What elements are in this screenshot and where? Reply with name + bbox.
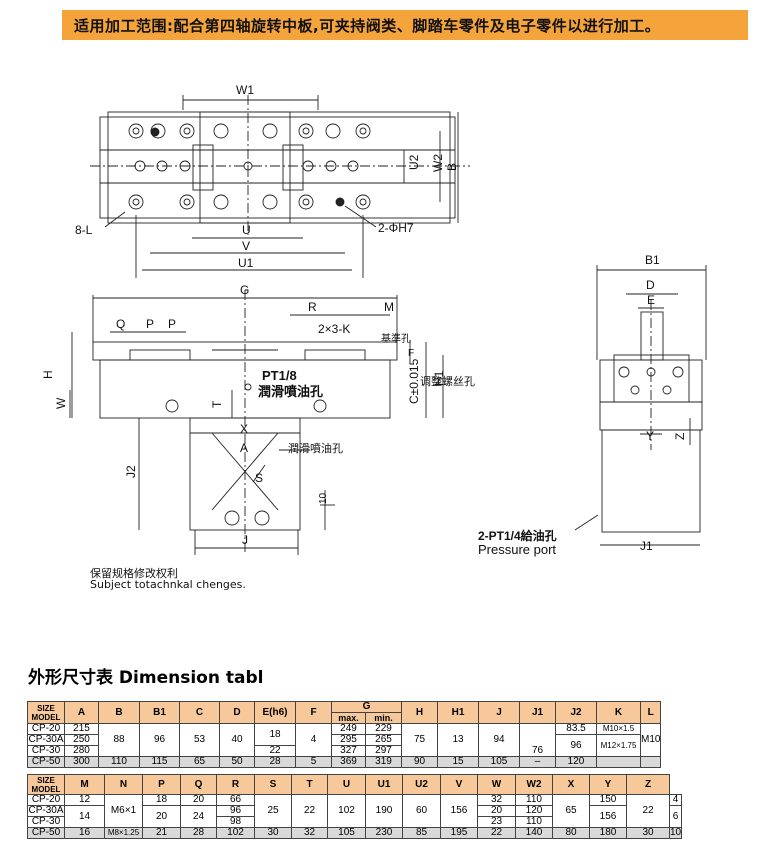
- technical-drawing: W1 U2 W2 B 8-L 2-ΦH7 U V U1 G R M Q P P …: [41, 83, 707, 557]
- col-l: L: [639, 701, 662, 724]
- table-row: CP-30 280 22 327 297: [27, 745, 661, 757]
- col-k: K: [596, 701, 641, 724]
- dim-z: Z: [673, 433, 687, 440]
- col-j: J: [478, 701, 520, 724]
- section-title: 外形尺寸表 Dimension tabl: [28, 668, 264, 688]
- col-c: C: [179, 701, 220, 724]
- dim-u: U: [242, 223, 251, 237]
- dim-y: Y: [646, 429, 654, 443]
- col-g-max: max.: [331, 712, 366, 724]
- col-h: H: [401, 701, 438, 724]
- col-b: B: [98, 701, 140, 724]
- dim-b1: B1: [645, 253, 660, 267]
- dim-t: T: [210, 400, 224, 408]
- dim-j2: J2: [124, 465, 138, 478]
- dim-p2: P: [168, 317, 176, 331]
- table-row: CP-30A 250 295 265 96 M12×1.75: [27, 734, 661, 757]
- dim-v: V: [242, 239, 250, 253]
- banner-text: 适用加工范围:配合第四轴旋转中板,可夹持阀类、脚踏车零件及电子零件以进行加工。: [74, 17, 661, 35]
- label-adj: 调整螺丝孔: [420, 374, 475, 388]
- dim-x: X: [240, 422, 248, 436]
- header-banner: 适用加工范围:配合第四轴旋转中板,可夹持阀类、脚踏车零件及电子零件以进行加工。: [0, 0, 759, 42]
- col-j1: J1: [519, 701, 556, 724]
- table-row: CP-20 12 M6×1 18 20 66 25 22 102 190 60 …: [27, 794, 683, 828]
- col-e: E(h6): [254, 701, 296, 724]
- label-jisq: 基準孔: [381, 332, 411, 345]
- dim-h7: 2-ΦH7: [378, 221, 414, 235]
- col-b1: B1: [139, 701, 180, 724]
- dim-e: E: [647, 293, 655, 307]
- dim-d: D: [646, 278, 655, 292]
- dim-g: G: [240, 283, 249, 297]
- note-en: Subject totachnkal chenges.: [90, 578, 246, 591]
- label-pt18: PT1/8: [262, 368, 297, 383]
- col-a: A: [64, 701, 99, 724]
- table-row: CP-30A 14 20 24 96 20 120 156 6: [27, 805, 683, 828]
- dim-10: 10: [318, 492, 329, 504]
- label-pressure-cn: 2-PT1/4給油孔: [478, 528, 557, 543]
- label-lube2: 潤滑噴油孔: [288, 441, 343, 455]
- label-lube1: 潤滑噴油孔: [258, 384, 323, 399]
- dim-u1: U1: [238, 256, 254, 270]
- dim-a: A: [240, 441, 248, 455]
- table-row: CP-20 215 88 96 53 40 18 4 249 229 75 13…: [27, 723, 662, 757]
- col-h1: H1: [437, 701, 479, 724]
- dim-j1: J1: [640, 539, 653, 553]
- dim-p1: P: [146, 317, 154, 331]
- dim-w2: W2: [431, 154, 445, 172]
- banner-bar: [62, 10, 748, 40]
- dim-s: S: [255, 471, 263, 485]
- note-cn: 保留规格修改权利: [90, 567, 178, 580]
- dim-8l: 8-L: [75, 223, 93, 237]
- dim-b: B: [445, 163, 459, 171]
- dim-c: C±0.015: [407, 358, 421, 404]
- dim-k: 2×3-K: [318, 322, 350, 336]
- dim-h: H: [41, 370, 55, 379]
- col-d: D: [219, 701, 255, 724]
- col-f: F: [295, 701, 332, 724]
- dim-r: R: [308, 300, 317, 314]
- col-g: G: [331, 701, 402, 713]
- dim-q: Q: [116, 317, 125, 331]
- dim-h1: H1: [432, 370, 446, 386]
- col-g-min: min.: [365, 712, 402, 724]
- table-row: CP-50 16 M8×1.25 21 28 102 30 32 105 230…: [27, 827, 683, 839]
- col-j2: J2: [555, 701, 597, 724]
- table-row: CP-50 300 110 115 65 50 28 5 369 319 90 …: [27, 756, 662, 768]
- dim-w1: W1: [236, 83, 254, 97]
- label-pressure-en: Pressure port: [478, 542, 556, 557]
- dim-m: M: [384, 300, 394, 314]
- dim-f: F: [408, 348, 414, 359]
- dim-w: W: [54, 397, 68, 409]
- dim-u2: U2: [407, 154, 421, 170]
- dim-j: J: [242, 533, 248, 547]
